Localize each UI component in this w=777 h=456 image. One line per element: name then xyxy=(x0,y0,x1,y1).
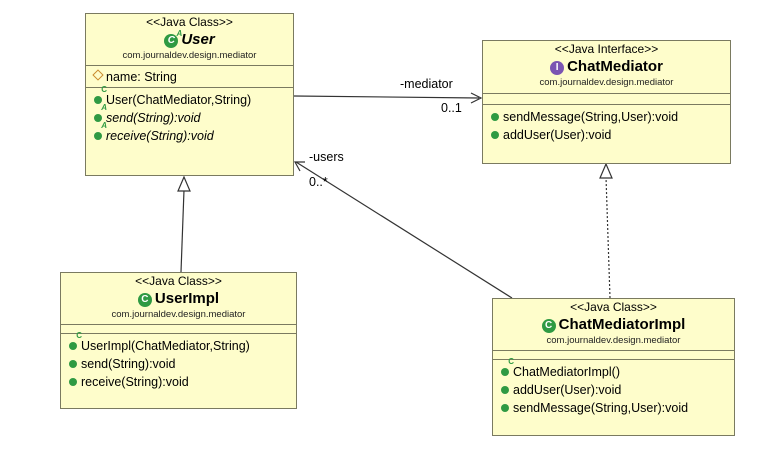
package-name: com.journaldev.design.mediator xyxy=(111,309,246,320)
public-method-icon xyxy=(491,113,499,121)
method-row: sendMessage(String,User):void xyxy=(483,108,730,126)
method-row: addUser(User):void xyxy=(483,126,730,144)
realization-arrowhead xyxy=(599,162,613,179)
private-field-icon xyxy=(92,69,104,81)
public-method-icon xyxy=(69,378,77,386)
package-name: com.journaldev.design.mediator xyxy=(122,50,257,61)
abstract-marker: A xyxy=(101,103,107,112)
method-row: receive(String):void xyxy=(61,373,296,391)
package-name: com.journaldev.design.mediator xyxy=(546,335,681,346)
mediator-association-line xyxy=(293,95,480,99)
method-row: sendMessage(String,User):void xyxy=(493,399,734,417)
method-row: send(String):void xyxy=(61,355,296,373)
public-method-icon xyxy=(501,368,509,376)
class-icon: C xyxy=(541,319,556,333)
public-method-icon xyxy=(491,131,499,139)
users-multiplicity-label: 0..* xyxy=(309,175,328,189)
abstract-marker: A xyxy=(101,121,107,130)
methods-section: sendMessage(String,User):void addUser(Us… xyxy=(483,105,730,144)
stereotype: <<Java Interface>> xyxy=(554,42,659,56)
users-role-label: -users xyxy=(309,150,344,164)
userimpl-generalization-arrowhead xyxy=(177,175,191,192)
constructor-marker: C xyxy=(508,357,514,366)
users-association-arrowhead xyxy=(293,161,305,172)
stereotype: <<Java Class>> xyxy=(570,300,657,314)
public-method-icon xyxy=(94,96,102,104)
mediator-multiplicity-label: 0..1 xyxy=(441,101,462,115)
constructor-marker: C xyxy=(76,331,82,340)
userimpl-generalization-line xyxy=(180,189,185,273)
public-method-icon xyxy=(94,114,102,122)
constructor-marker: C xyxy=(101,85,107,94)
mediator-role-label: -mediator xyxy=(400,77,453,91)
realization-line xyxy=(605,176,611,299)
method-row: addUser(User):void xyxy=(493,381,734,399)
class-icon: C xyxy=(137,293,152,307)
users-association-line xyxy=(295,161,513,299)
mediator-association-arrowhead xyxy=(470,92,483,104)
public-method-icon xyxy=(94,132,102,140)
field-row: name: String xyxy=(86,68,293,86)
public-method-icon xyxy=(69,360,77,368)
public-method-icon xyxy=(501,386,509,394)
package-name: com.journaldev.design.mediator xyxy=(539,77,674,88)
stereotype: <<Java Class>> xyxy=(135,274,222,288)
public-method-icon xyxy=(501,404,509,412)
public-method-icon xyxy=(69,342,77,350)
stereotype: <<Java Class>> xyxy=(146,15,233,29)
interface-icon: I xyxy=(550,61,565,75)
fields-section: name: String xyxy=(86,66,293,87)
